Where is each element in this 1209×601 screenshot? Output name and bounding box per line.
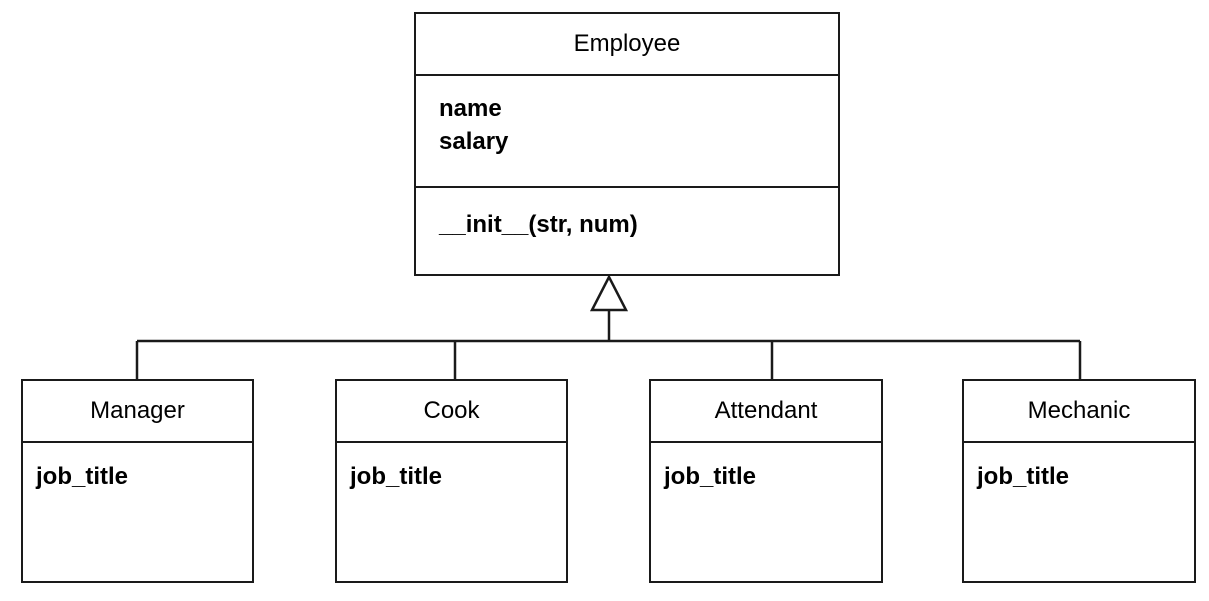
- attribute-job-title: job_title: [977, 463, 1070, 490]
- class-name: Attendant: [651, 381, 881, 443]
- method-init: __init__(str, num): [439, 211, 638, 238]
- class-name: Cook: [337, 381, 566, 443]
- class-manager: Manager job_title: [21, 379, 254, 583]
- inheritance-arrowhead: [589, 274, 629, 312]
- class-methods: __init__(str, num): [416, 188, 838, 241]
- class-name: Manager: [23, 381, 252, 443]
- class-employee: Employee name salary __init__(str, num): [414, 12, 840, 276]
- attribute-salary: salary: [439, 128, 509, 155]
- class-mechanic: Mechanic job_title: [962, 379, 1196, 583]
- class-attendant: Attendant job_title: [649, 379, 883, 583]
- class-attributes: name salary: [416, 76, 838, 188]
- class-attributes: job_title: [964, 443, 1194, 493]
- class-name: Mechanic: [964, 381, 1194, 443]
- class-name: Employee: [416, 14, 838, 76]
- class-attributes: job_title: [337, 443, 566, 493]
- attribute-name: name: [439, 95, 502, 122]
- attribute-job-title: job_title: [36, 463, 129, 490]
- attribute-job-title: job_title: [664, 463, 757, 490]
- class-attributes: job_title: [23, 443, 252, 493]
- class-attributes: job_title: [651, 443, 881, 493]
- attribute-job-title: job_title: [350, 463, 443, 490]
- class-cook: Cook job_title: [335, 379, 568, 583]
